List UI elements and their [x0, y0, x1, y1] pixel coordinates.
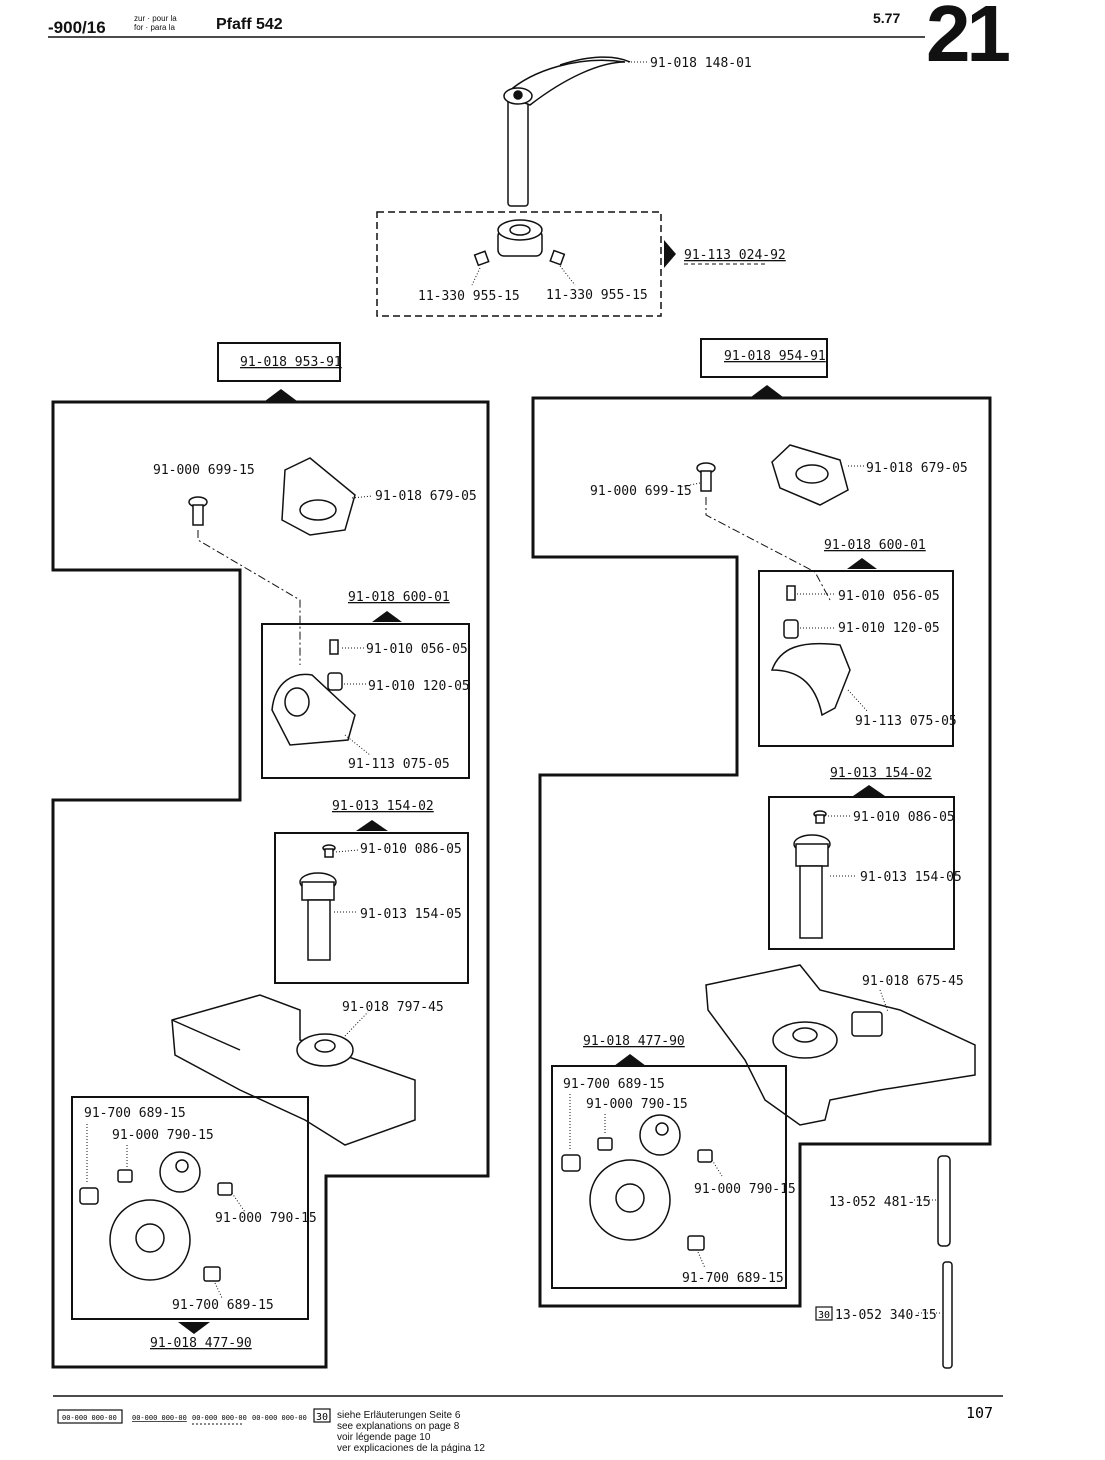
footer-note-es: ver explicaciones de la página 12 [337, 1443, 485, 1454]
header-zur: zur · pour la [134, 14, 177, 23]
footer-note-fr: voir légende page 10 [337, 1432, 431, 1443]
right-screw-699-illustration [696, 462, 716, 492]
label-l-set-689b: 91-700 689-15 [172, 1298, 274, 1313]
left-assembly-frame [51, 400, 490, 1369]
pin-340-illustration [942, 1261, 953, 1369]
label-r-pin-056: 91-010 056-05 [838, 589, 940, 604]
left-sprocket-illustration [79, 1151, 233, 1282]
right-bracket-675-illustration [705, 964, 976, 1126]
label-l-shaft-154: 91-013 154-05 [360, 907, 462, 922]
label-pin-481: 13-052 481-15 [829, 1195, 931, 1210]
label-l-bush-120: 91-010 120-05 [368, 679, 470, 694]
label-l-sub-154: 91-013 154-02 [332, 799, 434, 814]
right-sprocket-illustration [561, 1114, 713, 1251]
left-sub-154-box [274, 832, 469, 984]
left-gib-679-illustration [281, 457, 356, 536]
legend-dash-code: 00-000 000-00 [192, 1414, 247, 1422]
left-screw-699-illustration [188, 496, 208, 526]
label-l-screw-790b: 91-000 790-15 [215, 1211, 317, 1226]
header-code: -900/16 [48, 18, 106, 37]
right-shaft-154-illustration [793, 810, 831, 939]
label-r-screw-699: 91-000 699-15 [590, 484, 692, 499]
label-r-set-689b: 91-700 689-15 [682, 1271, 784, 1286]
label-l-plate-075: 91-113 075-05 [348, 757, 450, 772]
label-pin-340: 13-052 340-15 [835, 1308, 937, 1323]
legend-underline-code: 00-000 000-00 [132, 1414, 187, 1422]
label-l-set-689a: 91-700 689-15 [84, 1106, 186, 1121]
legend-tag: 30 [316, 1412, 328, 1423]
right-sub-477-box [551, 1065, 787, 1289]
header-page-group: 21 [926, 0, 1011, 78]
collar-illustration [473, 219, 566, 267]
label-r-screw-790a: 91-000 790-15 [586, 1097, 688, 1112]
header-date: 5.77 [873, 10, 901, 26]
label-screw-a: 11-330 955-15 [418, 289, 520, 304]
label-screw-b: 11-330 955-15 [546, 288, 648, 303]
right-gib-679-illustration [771, 444, 849, 506]
header-model: Pfaff 542 [216, 16, 283, 33]
left-bracket-797-illustration [171, 994, 416, 1146]
label-r-screw-086: 91-010 086-05 [853, 810, 955, 825]
label-r-screw-790b: 91-000 790-15 [694, 1182, 796, 1197]
label-l-pin-056: 91-010 056-05 [366, 642, 468, 657]
left-assembly-box [217, 342, 341, 382]
page-number: 107 [966, 1404, 993, 1422]
label-r-set-689a: 91-700 689-15 [563, 1077, 665, 1092]
right-assembly-frame [531, 396, 992, 1308]
header-for: for · para la [134, 23, 175, 32]
label-r-shaft-154: 91-013 154-05 [860, 870, 962, 885]
right-assembly-box [700, 338, 828, 378]
footer-note-en: see explanations on page 8 [337, 1421, 460, 1432]
label-r-sub-477: 91-018 477-90 [583, 1034, 685, 1049]
label-r-bush-120: 91-010 120-05 [838, 621, 940, 636]
label-l-sub-600: 91-018 600-01 [348, 590, 450, 605]
label-l-sub-477: 91-018 477-90 [150, 1336, 252, 1351]
hook-illustration [503, 56, 631, 207]
label-l-screw-790a: 91-000 790-15 [112, 1128, 214, 1143]
label-l-screw-086: 91-010 086-05 [360, 842, 462, 857]
label-r-sub-600: 91-018 600-01 [824, 538, 926, 553]
collar-set-arrow [664, 240, 676, 268]
legend-plain-code: 00-000 000-00 [252, 1414, 307, 1422]
label-r-bracket-675: 91-018 675-45 [862, 974, 964, 989]
label-pin-340-tag: 30 [818, 1310, 830, 1321]
label-r-sub-154: 91-013 154-02 [830, 766, 932, 781]
collar-set-box [376, 211, 662, 317]
pin-481-illustration [937, 1155, 951, 1247]
label-right-assembly: 91-018 954-91 [724, 349, 826, 364]
left-shaft-154-illustration [299, 844, 337, 961]
label-l-bracket-797: 91-018 797-45 [342, 1000, 444, 1015]
label-r-gib-679: 91-018 679-05 [866, 461, 968, 476]
left-plate-075-illustration [271, 639, 356, 746]
label-left-assembly: 91-018 953-91 [240, 355, 342, 370]
label-hook: 91-018 148-01 [650, 56, 752, 71]
right-plate-075-illustration [770, 585, 851, 717]
label-l-screw-699: 91-000 699-15 [153, 463, 255, 478]
footer-note-de: siehe Erläuterungen Seite 6 [337, 1410, 461, 1421]
right-sub-600-box [758, 570, 954, 747]
left-sub-600-box [261, 623, 470, 779]
label-collar-set: 91-113 024-92 [684, 248, 786, 263]
legend-box-code: 00-000 000-00 [62, 1414, 117, 1422]
right-sub-154-box [768, 796, 955, 950]
left-sub-477-box [71, 1096, 309, 1320]
label-l-gib-679: 91-018 679-05 [375, 489, 477, 504]
label-r-plate-075: 91-113 075-05 [855, 714, 957, 729]
